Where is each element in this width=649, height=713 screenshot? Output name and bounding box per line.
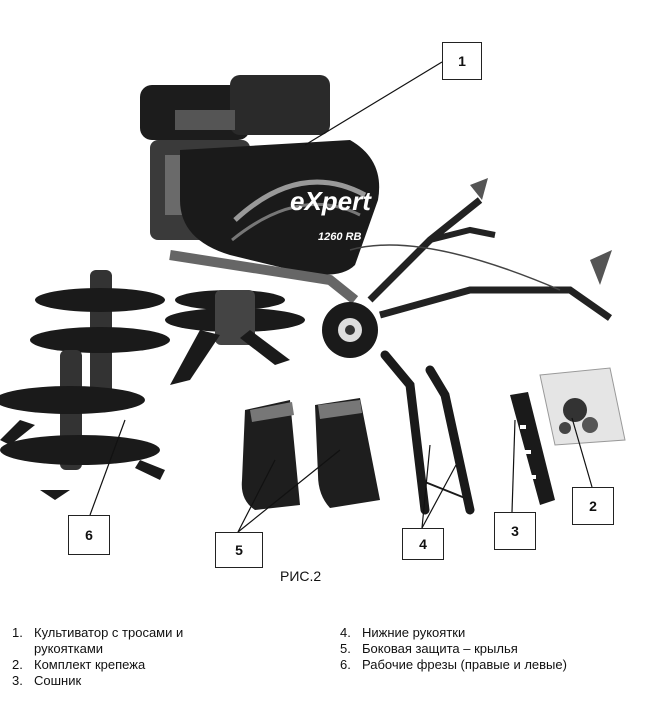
callout-2: 2 — [572, 487, 614, 525]
legend-item-number: 1. — [12, 625, 23, 640]
legend-item-text: Комплект крепежа — [34, 657, 146, 672]
parts-illustration: eXpert 1260 RB — [0, 61, 626, 533]
legend-right: 4. Нижние рукоятки 5. Боковая защита – к… — [340, 625, 640, 673]
leader-lines — [89, 61, 593, 533]
legend-item-number: 2. — [12, 657, 23, 672]
legend-item-number: 5. — [340, 641, 351, 656]
figure-caption: РИС.2 — [280, 568, 322, 584]
brand-text: eXpert — [290, 186, 372, 216]
legend-item-text: Боковая защита – крылья — [362, 641, 518, 656]
lower-handles-illustration — [380, 350, 475, 515]
legend-item-number: 4. — [340, 625, 351, 640]
callout-5: 5 — [215, 532, 263, 568]
legend-item-number: 3. — [12, 673, 23, 688]
plow-illustration — [510, 392, 555, 505]
legend-item-text: Рабочие фрезы (правые и левые) — [362, 657, 567, 672]
legend-item-text: Нижние рукоятки — [362, 625, 466, 640]
callout-4: 4 — [402, 528, 444, 560]
legend-left: 1. Культиватор с тросами и рукоятками 2.… — [12, 625, 252, 689]
legend-item-text: Культиватор с тросами и рукоятками — [34, 625, 184, 656]
legend-item-number: 6. — [340, 657, 351, 672]
legend-item: 3. Сошник — [12, 673, 252, 689]
callout-1: 1 — [442, 42, 482, 80]
hardware-kit-illustration — [539, 367, 626, 446]
legend-item-text: Сошник — [34, 673, 82, 688]
legend-item: 1. Культиватор с тросами и рукоятками — [12, 625, 252, 657]
legend-item: 4. Нижние рукоятки — [340, 625, 640, 641]
side-wings-illustration — [241, 398, 380, 510]
callout-3: 3 — [494, 512, 536, 550]
legend-item: 6. Рабочие фрезы (правые и левые) — [340, 657, 640, 673]
callout-6: 6 — [68, 515, 110, 555]
legend-item: 5. Боковая защита – крылья — [340, 641, 640, 657]
cultivator-illustration: eXpert 1260 RB — [140, 75, 613, 385]
tiller-blades-illustration — [0, 270, 170, 500]
legend-item: 2. Комплект крепежа — [12, 657, 252, 673]
model-text: 1260 RB — [318, 231, 361, 243]
